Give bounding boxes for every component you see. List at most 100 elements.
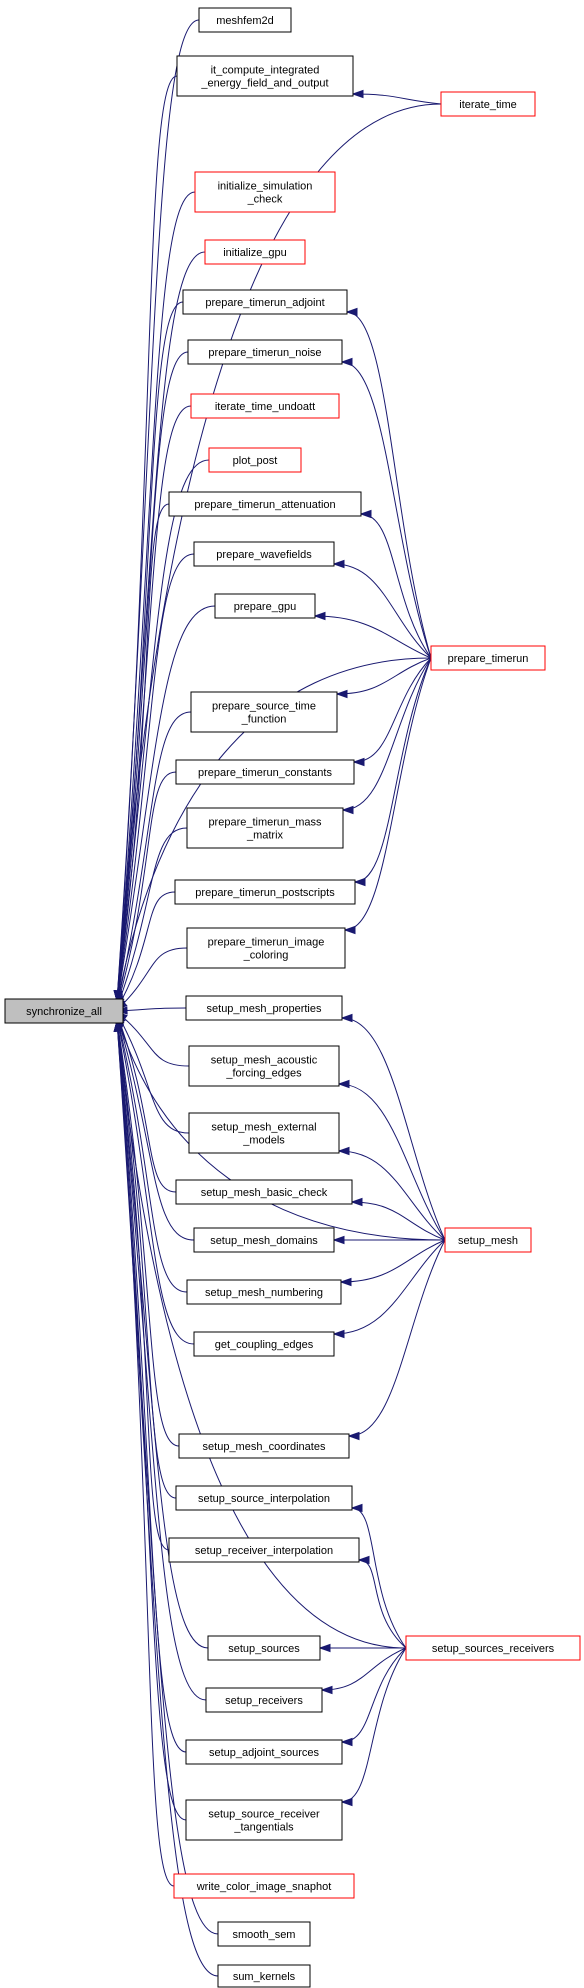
edge-synchronize_all-to-setup_mesh_properties bbox=[116, 1007, 187, 1012]
node-label: plot_post bbox=[233, 455, 278, 467]
node-write_color_image_snaphot[interactable]: write_color_image_snaphot bbox=[173, 1873, 355, 1899]
node-box bbox=[186, 807, 344, 849]
node-setup_source_receiver_tangentials[interactable]: setup_source_receiver_tangentials bbox=[185, 1799, 343, 1841]
node-label: prepare_timerun_postscripts bbox=[195, 887, 335, 899]
node-box bbox=[185, 995, 343, 1021]
node-label: setup_mesh_coordinates bbox=[203, 1441, 326, 1453]
node-prepare_wavefields[interactable]: prepare_wavefields bbox=[193, 541, 335, 567]
node-iterate_time_undoatt[interactable]: iterate_time_undoatt bbox=[190, 393, 340, 419]
node-box bbox=[193, 1331, 335, 1357]
arrowhead-prepare_timerun_adjoint-to-prepare_timerun bbox=[345, 307, 358, 317]
node-label: it_compute_integrated bbox=[211, 65, 320, 77]
node-prepare_timerun_noise[interactable]: prepare_timerun_noise bbox=[187, 339, 343, 365]
arrowhead-prepare_wavefields-to-prepare_timerun bbox=[332, 559, 345, 569]
edge-prepare_timerun_postscripts-to-prepare_timerun bbox=[354, 657, 432, 883]
node-setup_sources[interactable]: setup_sources bbox=[207, 1635, 321, 1661]
node-label: _coloring bbox=[243, 950, 289, 962]
node-box bbox=[193, 1227, 335, 1253]
node-label: iterate_time_undoatt bbox=[215, 401, 315, 413]
node-prepare_timerun_constants[interactable]: prepare_timerun_constants bbox=[175, 759, 355, 785]
node-iterate_time[interactable]: iterate_time bbox=[440, 91, 536, 117]
node-label: prepare_timerun_image bbox=[208, 937, 325, 949]
arrowhead-setup_mesh_domains-to-setup_mesh bbox=[332, 1235, 345, 1245]
edge-layer bbox=[113, 19, 446, 1977]
edge-synchronize_all-to-setup_mesh_domains bbox=[116, 1015, 195, 1241]
edge-prepare_timerun_mass_matrix-to-prepare_timerun bbox=[342, 657, 432, 811]
node-setup_sources_receivers[interactable]: setup_sources_receivers bbox=[405, 1635, 581, 1661]
arrowhead-setup_mesh_acoustic_forcing_edges-to-setup_mesh bbox=[337, 1079, 350, 1089]
node-setup_mesh[interactable]: setup_mesh bbox=[444, 1227, 532, 1253]
node-label: setup_receiver_interpolation bbox=[195, 1545, 333, 1557]
node-label: setup_source_receiver bbox=[208, 1809, 320, 1821]
edge-synchronize_all-to-prepare_timerun_adjoint bbox=[116, 301, 184, 1002]
node-prepare_timerun_image_coloring[interactable]: prepare_timerun_image_coloring bbox=[186, 927, 346, 969]
edge-it_compute_integrated_energy_field_and_output-to-iterate_time bbox=[352, 93, 442, 105]
node-prepare_timerun_mass_matrix[interactable]: prepare_timerun_mass_matrix bbox=[186, 807, 344, 849]
node-label: _matrix bbox=[246, 830, 284, 842]
arrowhead-prepare_timerun_image_coloring-to-prepare_timerun bbox=[343, 925, 356, 935]
node-setup_adjoint_sources[interactable]: setup_adjoint_sources bbox=[185, 1739, 343, 1765]
node-label: initialize_simulation bbox=[218, 181, 313, 193]
edge-synchronize_all-to-prepare_timerun_attenuation bbox=[116, 503, 170, 1002]
node-prepare_timerun_adjoint[interactable]: prepare_timerun_adjoint bbox=[182, 289, 348, 315]
node-prepare_gpu[interactable]: prepare_gpu bbox=[214, 593, 316, 619]
node-label: prepare_wavefields bbox=[216, 549, 312, 561]
node-box bbox=[175, 1179, 353, 1205]
node-box bbox=[190, 691, 338, 733]
node-label: setup_mesh_numbering bbox=[205, 1287, 323, 1299]
arrowhead-prepare_timerun_attenuation-to-prepare_timerun bbox=[359, 509, 372, 519]
node-box bbox=[204, 239, 306, 265]
node-setup_mesh_coordinates[interactable]: setup_mesh_coordinates bbox=[178, 1433, 350, 1459]
edge-setup_source_interpolation-to-setup_sources_receivers bbox=[351, 1507, 407, 1649]
edge-synchronize_all-to-prepare_wavefields bbox=[116, 553, 195, 1002]
node-box bbox=[190, 393, 340, 419]
node-setup_mesh_external_models[interactable]: setup_mesh_external_models bbox=[188, 1112, 340, 1154]
edge-synchronize_all-to-prepare_timerun_constants bbox=[116, 771, 177, 1007]
node-label: setup_mesh bbox=[458, 1235, 518, 1247]
node-label: setup_mesh_acoustic bbox=[211, 1055, 318, 1067]
edge-synchronize_all-to-setup_mesh_coordinates bbox=[116, 1019, 180, 1447]
node-prepare_timerun[interactable]: prepare_timerun bbox=[430, 645, 546, 671]
arrowhead-setup_mesh_external_models-to-setup_mesh bbox=[337, 1146, 350, 1156]
node-prepare_timerun_attenuation[interactable]: prepare_timerun_attenuation bbox=[168, 491, 362, 517]
arrowhead-setup_mesh_basic_check-to-setup_mesh bbox=[350, 1197, 363, 1207]
node-synchronize_all[interactable]: synchronize_all bbox=[4, 998, 124, 1024]
node-meshfem2d[interactable]: meshfem2d bbox=[198, 7, 292, 33]
node-label: _energy_field_and_output bbox=[200, 78, 328, 90]
node-label: setup_mesh_basic_check bbox=[201, 1187, 328, 1199]
node-box bbox=[168, 491, 362, 517]
node-smooth_sem[interactable]: smooth_sem bbox=[217, 1921, 311, 1947]
edge-synchronize_all-to-prepare_source_time_function bbox=[116, 711, 192, 1006]
node-setup_source_interpolation[interactable]: setup_source_interpolation bbox=[175, 1485, 353, 1511]
node-setup_mesh_numbering[interactable]: setup_mesh_numbering bbox=[186, 1279, 342, 1305]
node-sum_kernels[interactable]: sum_kernels bbox=[217, 1964, 311, 1988]
node-get_coupling_edges[interactable]: get_coupling_edges bbox=[193, 1331, 335, 1357]
node-label: _function bbox=[241, 714, 287, 726]
edge-prepare_gpu-to-prepare_timerun bbox=[314, 615, 432, 659]
arrowhead-setup_source_interpolation-to-setup_sources_receivers bbox=[350, 1503, 363, 1513]
node-setup_mesh_domains[interactable]: setup_mesh_domains bbox=[193, 1227, 335, 1253]
node-setup_mesh_basic_check[interactable]: setup_mesh_basic_check bbox=[175, 1179, 353, 1205]
node-prepare_timerun_postscripts[interactable]: prepare_timerun_postscripts bbox=[174, 879, 356, 905]
node-setup_receiver_interpolation[interactable]: setup_receiver_interpolation bbox=[168, 1537, 360, 1563]
edge-synchronize_all-to-initialize_simulation_check bbox=[116, 191, 196, 1002]
node-initialize_simulation_check[interactable]: initialize_simulation_check bbox=[194, 171, 336, 213]
node-label: iterate_time bbox=[459, 99, 516, 111]
node-setup_mesh_acoustic_forcing_edges[interactable]: setup_mesh_acoustic_forcing_edges bbox=[188, 1045, 340, 1087]
node-plot_post[interactable]: plot_post bbox=[208, 447, 302, 473]
arrowhead-setup_receivers-to-setup_sources_receivers bbox=[320, 1685, 333, 1695]
node-box bbox=[440, 91, 536, 117]
node-initialize_gpu[interactable]: initialize_gpu bbox=[204, 239, 306, 265]
node-setup_receivers[interactable]: setup_receivers bbox=[205, 1687, 323, 1713]
arrowhead-synchronize_all-to-sum_kernels bbox=[113, 1019, 122, 1032]
node-box bbox=[208, 447, 302, 473]
arrowhead-get_coupling_edges-to-setup_mesh bbox=[332, 1329, 345, 1339]
node-box bbox=[174, 879, 356, 905]
node-it_compute_integrated_energy_field_and_output[interactable]: it_compute_integrated_energy_field_and_o… bbox=[176, 55, 354, 97]
node-setup_mesh_properties[interactable]: setup_mesh_properties bbox=[185, 995, 343, 1021]
edge-prepare_timerun_attenuation-to-prepare_timerun bbox=[360, 513, 432, 659]
edge-synchronize_all-to-setup_receiver_interpolation bbox=[116, 1020, 170, 1551]
node-prepare_source_time_function[interactable]: prepare_source_time_function bbox=[190, 691, 338, 733]
node-label: _tangentials bbox=[233, 1822, 294, 1834]
